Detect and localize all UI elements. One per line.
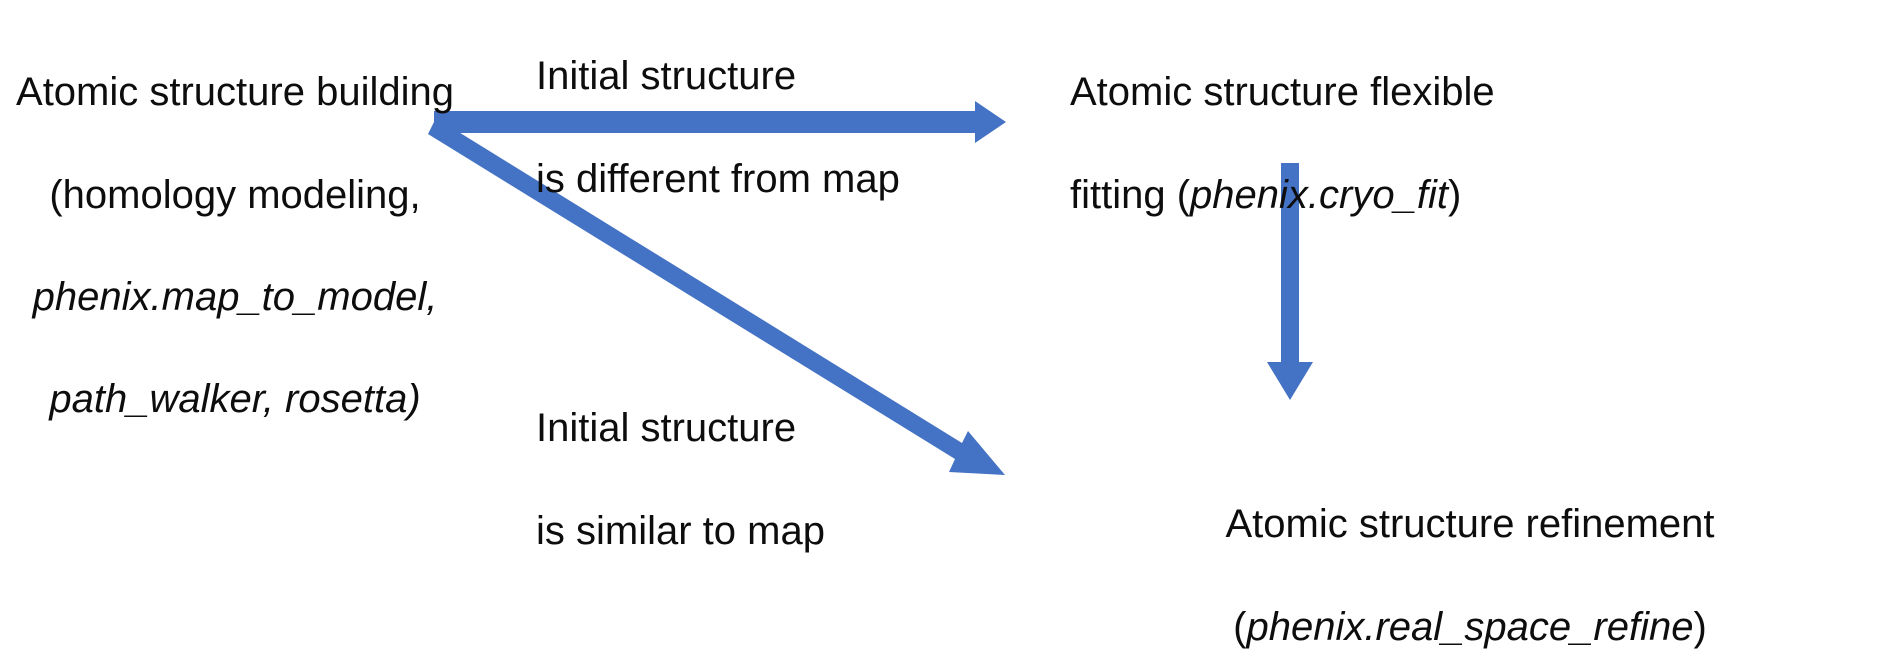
label-different-line-1: Initial structure — [536, 54, 797, 99]
building-line-4-italic: path_walker, rosetta) — [49, 377, 421, 422]
edge-label-is-different-from-map: Initial structure is different from map — [536, 0, 936, 256]
label-similar-line-1: Initial structure — [536, 406, 797, 451]
label-different-line-2: is different from map — [536, 156, 900, 201]
refine-line-2-prefix: ( — [1233, 604, 1247, 649]
refine-line-2: (phenix.real_space_refine) — [1055, 602, 1884, 653]
flexfit-tool-name: phenix.cryo_fit — [1190, 172, 1448, 217]
atomic-structure-building-node: Atomic structure building (homology mode… — [0, 16, 470, 477]
building-line-4: path_walker, rosetta) — [0, 374, 470, 425]
atomic-structure-refinement-node: Atomic structure refinement (phenix.real… — [1055, 448, 1884, 662]
flexfit-line-2-suffix: ) — [1447, 172, 1462, 217]
building-line-1: Atomic structure building — [16, 70, 454, 115]
atomic-structure-flexible-fitting-node: Atomic structure flexible fitting (pheni… — [1070, 16, 1584, 272]
flexfit-line-2: fitting (phenix.cryo_fit) — [1070, 170, 1584, 221]
refine-line-2-suffix: ) — [1693, 604, 1707, 649]
refine-line-1: Atomic structure refinement — [1225, 502, 1715, 547]
flexfit-line-1: Atomic structure flexible — [1070, 70, 1495, 115]
label-similar-line-2: is similar to map — [536, 508, 825, 553]
building-line-2: (homology modeling, — [49, 172, 421, 217]
flexfit-line-2-prefix: fitting ( — [1070, 172, 1191, 217]
building-line-3: phenix.map_to_model, — [32, 274, 438, 319]
edge-label-is-similar-to-map: Initial structure is similar to map — [536, 352, 936, 608]
refine-tool-name: phenix.real_space_refine — [1246, 604, 1694, 649]
